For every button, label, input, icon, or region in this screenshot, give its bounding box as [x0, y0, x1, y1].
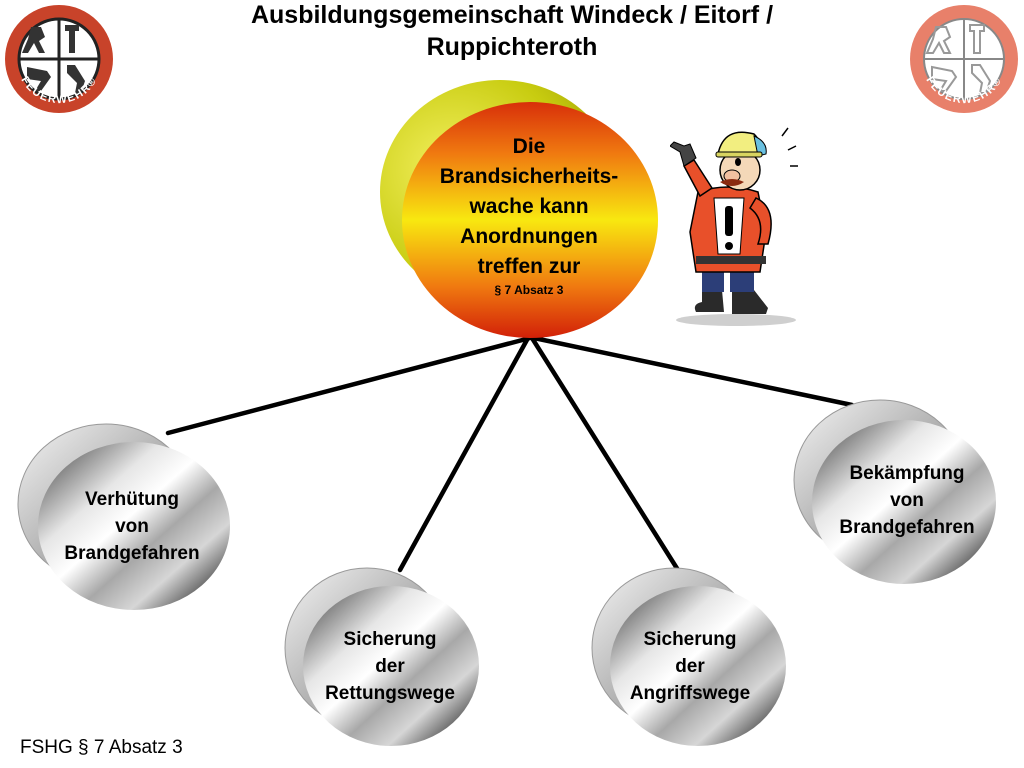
connector-verhuetung: [165, 335, 533, 436]
node-rettungswege-line-2: der: [375, 656, 405, 677]
node-rettungswege: Sicherung der Rettungswege: [283, 566, 483, 748]
connector-rettungswege: [397, 335, 531, 573]
firefighter-mascot: [670, 127, 798, 326]
connector-angriffswege: [529, 335, 681, 573]
node-verhuetung-line-2: von: [115, 516, 149, 537]
node-rettungswege-line-1: Sicherung: [343, 629, 437, 650]
node-bekaempfung-line-1: Bekämpfung: [849, 463, 965, 484]
title-line-2: Ruppichteroth: [426, 33, 598, 61]
center-sub: § 7 Absatz 3: [494, 283, 564, 297]
center-line-3: wache kann: [469, 195, 589, 218]
node-verhuetung-line-3: Brandgefahren: [64, 543, 200, 564]
center-text: Die Brandsicherheits- wache kann Anordnu…: [398, 132, 660, 298]
feuerwehr-emblem-left: FEUERWEHR®: [5, 5, 113, 113]
center-line-2: Brandsicherheits-: [439, 165, 619, 188]
center-line-1: Die: [512, 135, 546, 158]
node-angriffswege-line-1: Sicherung: [643, 629, 737, 650]
title-line-1: Ausbildungsgemeinschaft Windeck / Eitorf…: [250, 1, 774, 29]
node-verhuetung-line-1: Verhütung: [85, 489, 179, 510]
connector-bekaempfung: [531, 335, 855, 408]
node-verhuetung: Verhütung von Brandgefahren: [16, 422, 236, 612]
node-bekaempfung-line-2: von: [890, 490, 924, 511]
node-rettungswege-line-3: Rettungswege: [325, 683, 455, 704]
page-title: Ausbildungsgemeinschaft Windeck / Eitorf…: [150, 0, 874, 63]
center-line-4: Anordnungen: [460, 225, 598, 248]
center-line-5: treffen zur: [477, 255, 581, 278]
feuerwehr-emblem-right: FEUERWEHR®: [910, 5, 1018, 113]
node-bekaempfung-line-3: Brandgefahren: [839, 517, 975, 538]
node-angriffswege: Sicherung der Angriffswege: [590, 566, 790, 748]
node-angriffswege-line-2: der: [675, 656, 705, 677]
node-bekaempfung: Bekämpfung von Brandgefahren: [792, 398, 1000, 588]
footer-reference: FSHG § 7 Absatz 3: [20, 737, 183, 758]
node-angriffswege-line-3: Angriffswege: [629, 683, 751, 704]
center-disc: [380, 80, 660, 340]
center-disc-graphic: [380, 80, 658, 338]
